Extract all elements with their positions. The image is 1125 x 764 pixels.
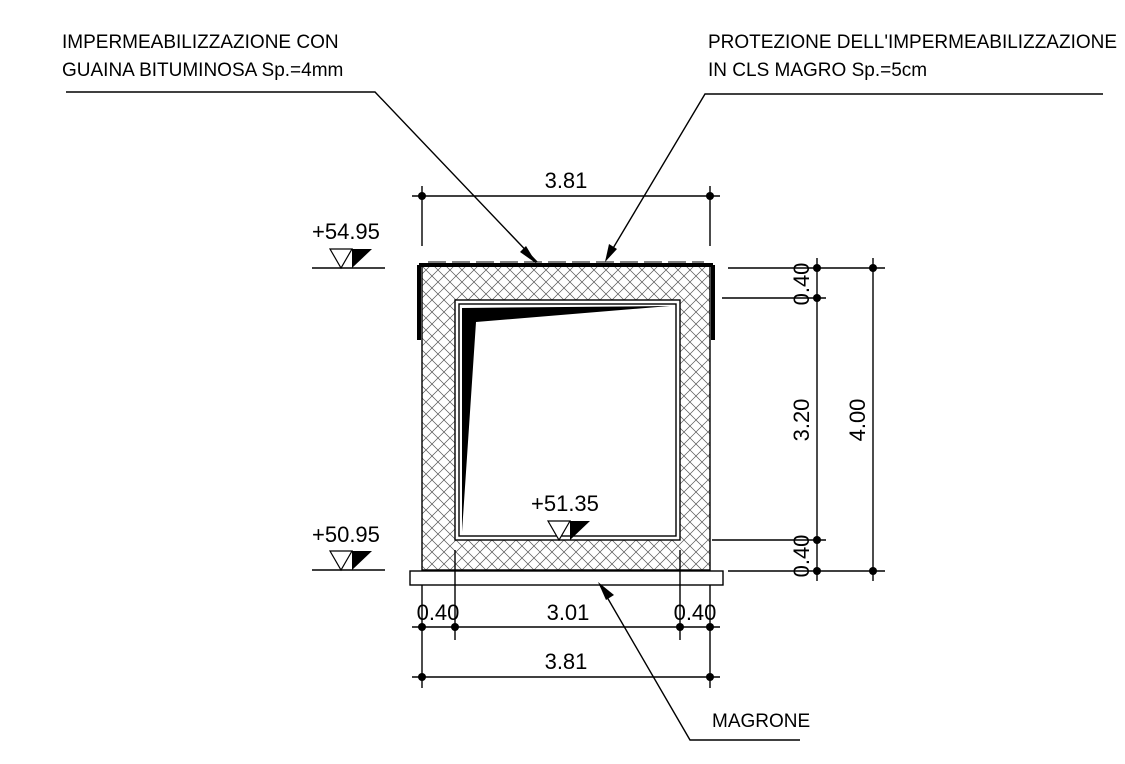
dimension-top-width: 3.81 [412,168,720,246]
lean-concrete-note: MAGRONE [712,711,810,732]
dimension-bottom-chain: 0.40 3.01 0.40 [412,550,720,688]
protection-note-line2: IN CLS MAGRO Sp.=5cm [708,60,927,81]
svg-text:0.40: 0.40 [789,535,814,578]
svg-text:3.81: 3.81 [545,649,588,674]
dimension-bottom-width: 3.81 [412,649,720,681]
svg-text:+54.95: +54.95 [312,219,380,244]
svg-text:0.40: 0.40 [789,263,814,306]
svg-text:+51.35: +51.35 [531,491,599,516]
membrane-note-line1: IMPERMEABILIZZAZIONE CON [62,32,339,53]
dimension-right-chain: 0.40 3.20 0.40 [712,258,885,581]
protection-note-line1: PROTEZIONE DELL'IMPERMEABILIZZAZIONE [708,32,1117,53]
culvert-section [417,261,715,571]
lean-concrete-leader [598,582,800,741]
svg-text:3.20: 3.20 [789,399,814,442]
svg-text:0.40: 0.40 [417,600,460,625]
svg-text:0.40: 0.40 [674,600,717,625]
lean-concrete-slab [409,570,724,586]
svg-text:+50.95: +50.95 [312,522,380,547]
dimension-total-height: 4.00 [845,258,877,581]
membrane-leader [66,91,538,264]
membrane-note-line2: GUAINA BITUMINOSA Sp.=4mm [62,60,343,81]
svg-text:3.81: 3.81 [545,168,588,193]
level-marker-inner-floor: +51.35 [531,491,599,542]
svg-text:3.01: 3.01 [547,600,590,625]
level-marker-top: +54.95 [312,219,385,270]
svg-text:4.00: 4.00 [845,399,870,442]
level-marker-bottom: +50.95 [312,522,385,572]
protection-leader [605,93,1103,262]
